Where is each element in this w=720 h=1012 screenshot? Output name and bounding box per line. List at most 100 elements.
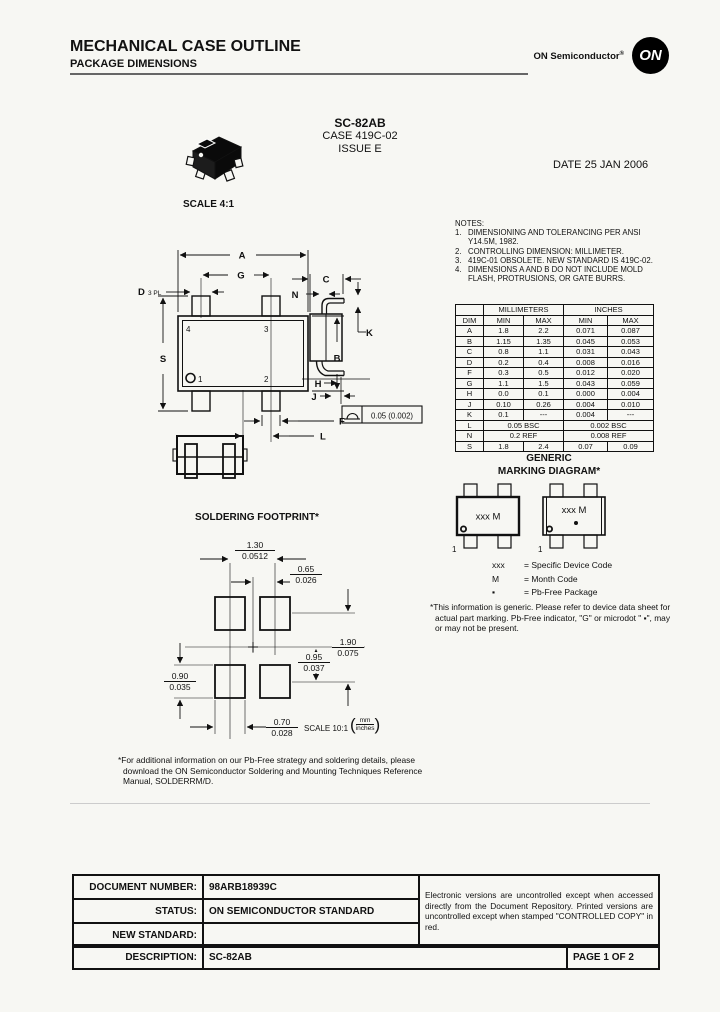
table-cell: 0.071	[563, 325, 608, 337]
dim-pad-w: 0.70 0.028	[266, 717, 298, 739]
legend-desc: = Specific Device Code	[524, 560, 613, 570]
table-cell: S	[455, 440, 484, 452]
pin-3-label: 3	[264, 325, 269, 334]
on-logo-icon: ON	[632, 37, 669, 74]
table-cell: ---	[607, 409, 654, 421]
chip-pin1-number: 1	[452, 545, 457, 554]
pbfree-microdot-icon	[574, 521, 578, 525]
note-number: 2.	[455, 246, 462, 256]
table-cell: MIN	[483, 314, 524, 326]
table-cell: G	[455, 377, 484, 389]
dim-D-label: D	[138, 287, 145, 298]
dim-span-y: 1.90 0.075	[332, 637, 364, 659]
note-item: 1. DIMENSIONING AND TOLERANCING PER ANSI…	[455, 228, 663, 246]
dim-in: 0.028	[266, 727, 298, 738]
note-item: 2. CONTROLLING DIMENSION: MILLIMETER.	[455, 247, 663, 256]
paren-open: (	[350, 715, 356, 734]
dim-mm: 0.95	[305, 652, 323, 662]
soldering-footprint-title: SOLDERING FOOTPRINT*	[195, 512, 319, 523]
table-cell: DIM	[455, 314, 484, 326]
pin-1-label: 1	[198, 375, 203, 384]
brand-name: ON Semiconductor	[533, 51, 620, 63]
table-cell: 0.05 BSC	[483, 419, 564, 431]
table-cell: 0.087	[607, 325, 654, 337]
dim-H-label: H	[315, 379, 322, 390]
header-rule	[70, 73, 528, 75]
table-cell: 0.4	[523, 356, 564, 368]
package-3d-shapes	[185, 136, 244, 182]
dim-table-header-row: DIM MIN MAX MIN MAX	[455, 314, 654, 326]
table-cell: 1.1	[483, 377, 524, 389]
table-cell: 0.008 REF	[563, 430, 654, 442]
table-cell: 0.016	[607, 356, 654, 368]
separator-rule	[70, 803, 650, 804]
dim-J-label: J	[311, 392, 316, 403]
chip-outline	[542, 483, 606, 549]
center-cross-icon	[248, 642, 258, 652]
table-cell: 0.000	[563, 388, 608, 400]
case-number: CASE 419C-02	[322, 130, 398, 142]
legend-row: xxx = Specific Device Code	[492, 559, 612, 573]
table-cell: 1.1	[523, 346, 564, 358]
table-cell: MIN	[563, 314, 608, 326]
units-indicator: ( mm inches )	[350, 716, 380, 733]
note-item: 4. DIMENSIONS A AND B DO NOT INCLUDE MOL…	[455, 265, 663, 283]
pin-4-label: 4	[186, 325, 191, 334]
doc-label: DOCUMENT NUMBER:	[72, 874, 204, 900]
table-cell: 2.2	[523, 325, 564, 337]
table-cell: 0.5	[523, 367, 564, 379]
table-cell: MAX	[523, 314, 564, 326]
side-view-body	[302, 297, 370, 404]
document-info-table: DOCUMENT NUMBER: 98ARB18939C Electronic …	[72, 874, 660, 948]
table-cell: 0.002 BSC	[563, 419, 654, 431]
solder-pads	[214, 596, 291, 699]
pad-bottom-left	[214, 664, 246, 699]
note-item: 3. 419C-01 OBSOLETE. NEW STANDARD IS 419…	[455, 256, 663, 265]
pad-top-right	[259, 596, 291, 631]
doc-label: DESCRIPTION:	[72, 944, 204, 970]
dim-K-label: K	[366, 328, 373, 339]
table-cell: INCHES	[563, 304, 654, 316]
chip-pin1-number: 1	[538, 545, 543, 554]
dim-pad-h: 0.90 0.035	[164, 671, 196, 693]
table-cell: J	[455, 398, 484, 410]
description-table: DESCRIPTION: SC-82AB PAGE 1 OF 2	[72, 944, 660, 970]
note-number: 3.	[455, 255, 462, 265]
doc-value: ON SEMICONDUCTOR STANDARD	[202, 898, 420, 924]
table-cell: 1.8	[483, 325, 524, 337]
marking-legend: xxx = Specific Device Code M = Month Cod…	[492, 559, 612, 600]
scale-label: SCALE 4:1	[183, 199, 235, 210]
table-cell: MAX	[607, 314, 654, 326]
doc-value: SC-82AB	[202, 944, 568, 970]
dim-mm: 0.70	[273, 717, 291, 727]
doc-value: 98ARB18939C	[202, 874, 420, 900]
note-text: CONTROLLING DIMENSION: MILLIMETER.	[468, 246, 624, 256]
dim-C-label: C	[323, 275, 330, 286]
dim-in: 0.0512	[235, 550, 275, 561]
units-inches: inches	[355, 725, 375, 732]
table-cell	[455, 304, 484, 316]
table-cell: 0.059	[607, 377, 654, 389]
dim-S-label: S	[160, 354, 166, 365]
dim-pitch-x: 1.30 0.0512	[235, 540, 275, 562]
page-subtitle: PACKAGE DIMENSIONS	[70, 58, 197, 70]
legend-desc: = Pb-Free Package	[524, 587, 598, 597]
table-cell: 0.26	[523, 398, 564, 410]
doc-label: STATUS:	[72, 898, 204, 924]
pad-bottom-right	[259, 664, 291, 699]
dim-half-y: 0.95 0.037	[298, 652, 330, 674]
note-text: DIMENSIONS A AND B DO NOT INCLUDE MOLD F…	[468, 265, 643, 284]
dim-mm: 0.65	[297, 564, 315, 574]
table-cell: A	[455, 325, 484, 337]
footprint-dim-lines	[176, 555, 352, 731]
dim-L-label: L	[320, 432, 326, 443]
seating-plane-icon	[346, 413, 359, 420]
table-cell: 0.1	[523, 388, 564, 400]
note-number: 4.	[455, 265, 462, 275]
